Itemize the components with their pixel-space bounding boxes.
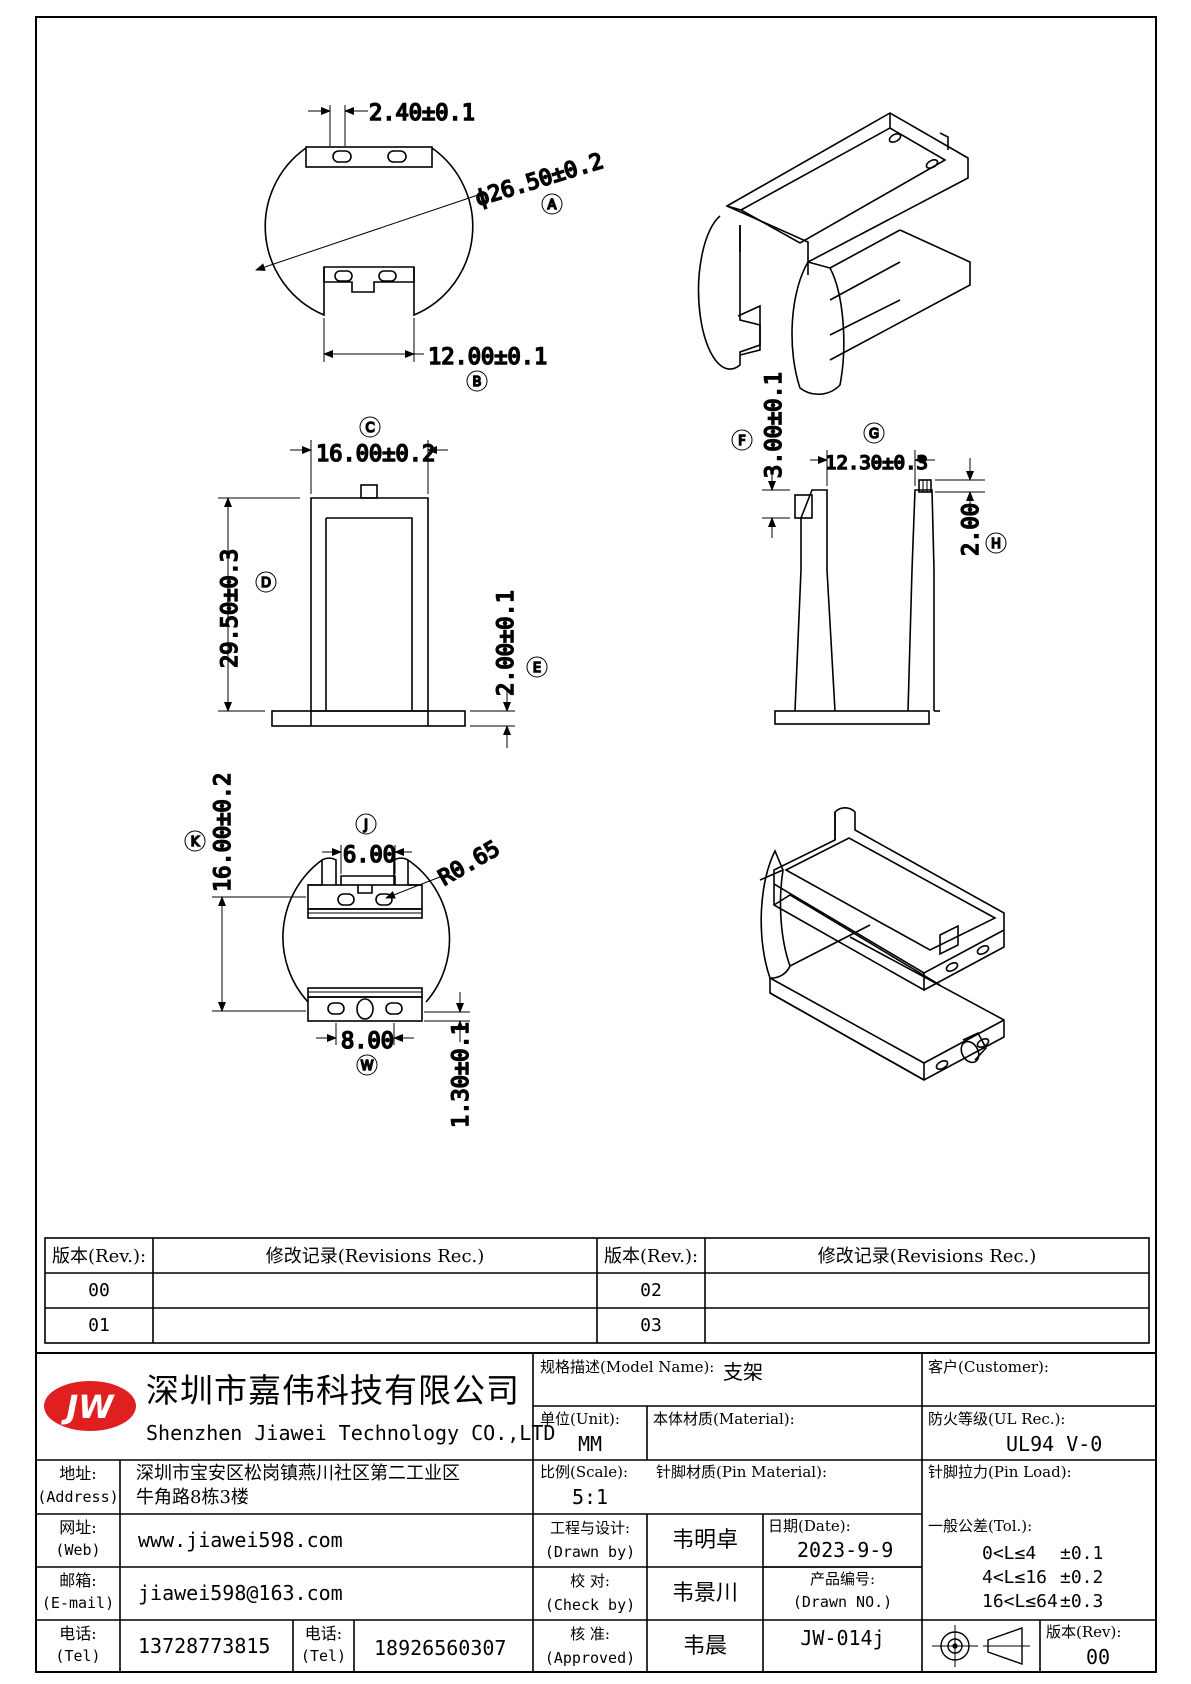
date-value: 2023-9-9 xyxy=(797,1538,894,1562)
scale-label: 比例(Scale): xyxy=(540,1463,629,1481)
tol-range-3: 16<L≤64 xyxy=(982,1591,1058,1612)
company-name-en: Shenzhen Jiawei Technology CO.,LTD xyxy=(146,1421,556,1445)
ref-k: K xyxy=(191,835,200,850)
dim-front-height: 29.50±0.3 xyxy=(218,549,243,668)
product-label-en: (Drawn NO.) xyxy=(792,1593,893,1611)
tel2-label: 电话: xyxy=(304,1624,343,1643)
iso-view-top xyxy=(697,112,971,395)
dim-bottom-height: 16.00±0.2 xyxy=(211,773,236,892)
rec-header-left: 修改记录(Revisions Rec.) xyxy=(265,1246,485,1267)
unit-value: MM xyxy=(577,1432,603,1456)
ref-d: D xyxy=(261,576,271,591)
date-label: 日期(Date): xyxy=(768,1517,851,1535)
ref-f: F xyxy=(738,434,745,449)
iso-view-bottom xyxy=(759,807,1005,1081)
company-logo-text: JW xyxy=(60,1388,115,1426)
tel-label-en: (Tel) xyxy=(55,1647,101,1665)
side-view xyxy=(762,450,985,725)
approve-label: 核 准: xyxy=(570,1625,610,1643)
web-label-en: (Web) xyxy=(55,1541,101,1559)
dim-bottom-thickness: 1.30±0.1 xyxy=(449,1022,474,1128)
drawn-value: 韦明卓 xyxy=(671,1528,738,1553)
title-block-grid xyxy=(35,1352,1157,1673)
rev-value: 00 xyxy=(1085,1645,1111,1669)
ref-e: E xyxy=(533,661,541,676)
tol-value-3: ±0.3 xyxy=(1060,1591,1104,1612)
email-label-en: (E-mail) xyxy=(41,1594,115,1612)
model-label: 规格描述(Model Name): xyxy=(540,1358,715,1376)
tol-range-2: 4<L≤16 xyxy=(982,1567,1048,1588)
scale-value: 5:1 xyxy=(571,1485,609,1509)
ul-value: UL94 V-0 xyxy=(1006,1432,1103,1456)
dim-diameter: ϕ26.50±0.2 xyxy=(472,149,606,212)
material-label: 本体材质(Material): xyxy=(653,1410,795,1428)
dim-side-pin: 3.00±0.1 xyxy=(762,372,787,478)
tel2-value: 18926560307 xyxy=(374,1636,507,1660)
rev-row-01: 01 xyxy=(88,1315,110,1336)
web-label: 网址: xyxy=(59,1518,97,1537)
dim-span: 12.00±0.1 xyxy=(428,345,547,370)
front-view xyxy=(218,440,515,748)
pin-load-label: 针脚拉力(Pin Load): xyxy=(928,1463,1072,1481)
ref-j: J xyxy=(363,818,368,833)
dim-pin-width: 2.40±0.1 xyxy=(369,101,475,126)
dim-side-tab: 2.00 xyxy=(959,503,984,556)
rev-row-03: 03 xyxy=(640,1315,662,1336)
ref-w: W xyxy=(361,1059,374,1074)
rev-label: 版本(Rev): xyxy=(1046,1623,1122,1641)
web-value: www.jiawei598.com xyxy=(138,1528,343,1552)
rev-row-02: 02 xyxy=(640,1280,662,1301)
tol-label: 一般公差(Tol.): xyxy=(928,1517,1033,1535)
company-logo-badge xyxy=(44,1381,136,1431)
dim-side-width: 12.30±0.3 xyxy=(825,452,928,474)
dim-front-base: 2.00±0.1 xyxy=(494,590,519,696)
tol-range-1: 0<L≤4 xyxy=(982,1543,1037,1564)
drawn-label-en: (Drawn by) xyxy=(544,1543,636,1561)
revisions-table xyxy=(44,1237,1150,1344)
address-line1: 深圳市宝安区松岗镇燕川社区第二工业区 xyxy=(136,1463,460,1484)
ref-a: A xyxy=(548,198,557,213)
rec-header-right: 修改记录(Revisions Rec.) xyxy=(817,1246,1037,1267)
model-value: 支架 xyxy=(723,1360,763,1384)
rev-header-right: 版本(Rev.): xyxy=(604,1246,699,1267)
address-label-en: (Address) xyxy=(37,1488,119,1506)
tel2-label-en: (Tel) xyxy=(300,1647,347,1665)
dim-bottom-radius: R0.65 xyxy=(435,836,505,891)
dim-bottom-slot: 6.00 xyxy=(343,843,396,868)
email-label: 邮箱: xyxy=(59,1571,97,1590)
customer-label: 客户(Customer): xyxy=(928,1358,1049,1376)
email-value: jiawei598@163.com xyxy=(138,1581,343,1605)
tel1-value: 13728773815 xyxy=(138,1634,271,1658)
product-value: JW-014j xyxy=(800,1626,885,1650)
check-label-en: (Check by) xyxy=(544,1596,636,1614)
drawn-label: 工程与设计: xyxy=(549,1519,631,1537)
ref-c: C xyxy=(365,421,374,436)
rev-header-left: 版本(Rev.): xyxy=(52,1246,147,1267)
check-value: 韦景川 xyxy=(671,1581,738,1606)
tel-label: 电话: xyxy=(59,1624,97,1643)
address-label: 地址: xyxy=(59,1464,97,1483)
approve-label-en: (Approved) xyxy=(544,1649,636,1667)
rev-row-00: 00 xyxy=(88,1280,110,1301)
tol-value-1: ±0.1 xyxy=(1060,1543,1104,1564)
ul-label: 防火等级(UL Rec.): xyxy=(928,1410,1066,1428)
projection-symbol-icon xyxy=(932,1625,1030,1667)
bottom-view xyxy=(212,845,470,1045)
ref-h: H xyxy=(991,537,1001,552)
unit-label: 单位(Unit): xyxy=(540,1410,620,1428)
product-label: 产品编号: xyxy=(809,1570,876,1588)
company-name-cn: 深圳市嘉伟科技有限公司 xyxy=(146,1371,520,1410)
dim-front-width: 16.00±0.2 xyxy=(316,442,435,467)
tol-value-2: ±0.2 xyxy=(1060,1567,1104,1588)
ref-b: B xyxy=(473,375,482,390)
dim-bottom-pitch: 8.00 xyxy=(341,1029,394,1054)
pin-material-label: 针脚材质(Pin Material): xyxy=(656,1463,827,1481)
check-label: 校 对: xyxy=(570,1572,610,1590)
address-line2: 牛角路8栋3楼 xyxy=(136,1487,249,1508)
approve-value: 韦晨 xyxy=(682,1634,727,1659)
ref-g: G xyxy=(869,427,879,442)
top-view xyxy=(255,105,479,362)
